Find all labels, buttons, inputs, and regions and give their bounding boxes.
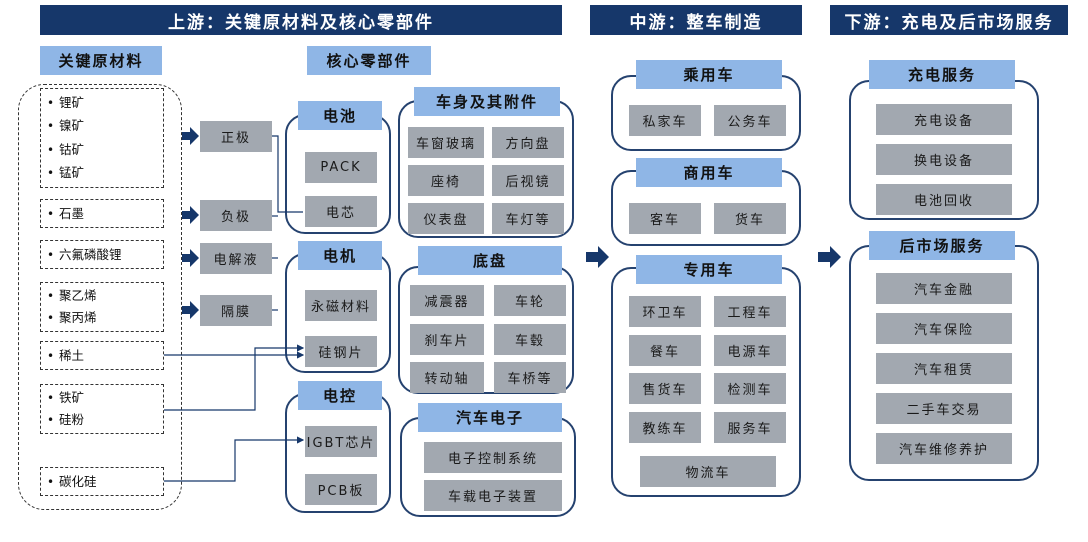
electronics-title: 汽车电子 <box>418 403 562 432</box>
special-item-vending: 售货车 <box>629 373 701 404</box>
commercial-item-bus: 客车 <box>629 203 701 234</box>
special-item-sanitation: 环卫车 <box>629 296 701 327</box>
body-item-steering: 方向盘 <box>492 127 564 158</box>
battery-material-separator: 隔膜 <box>200 295 272 326</box>
chassis-item-shock: 减震器 <box>410 285 484 316</box>
charging-item-equipment: 充电设备 <box>876 104 1012 135</box>
connector-iron-silicon-steel <box>164 344 305 411</box>
body-item-mirror: 后视镜 <box>492 165 564 196</box>
material-box-iron-silicon: 铁矿 硅粉 <box>40 384 164 434</box>
battery-material-anode: 负极 <box>200 200 272 231</box>
commercial-title: 商用车 <box>636 158 782 187</box>
material-item: 镍矿 <box>47 116 163 136</box>
special-item-engineering: 工程车 <box>714 296 786 327</box>
material-item: 稀土 <box>47 346 163 366</box>
body-item-dashboard: 仪表盘 <box>408 203 484 234</box>
material-item: 聚乙烯 <box>47 286 163 306</box>
upstream-banner: 上游：关键原材料及核心零部件 <box>40 5 562 35</box>
charging-title: 充电服务 <box>869 60 1015 89</box>
material-item: 聚丙烯 <box>47 308 163 328</box>
special-title: 专用车 <box>636 255 782 284</box>
chassis-item-brake: 刹车片 <box>410 324 484 355</box>
downstream-banner: 下游：充电及后市场服务 <box>830 5 1068 35</box>
material-item: 碳化硅 <box>47 472 163 492</box>
materials-group <box>18 84 182 510</box>
material-item: 锰矿 <box>47 163 163 183</box>
material-box-graphite: 石墨 <box>40 199 164 228</box>
aftermarket-title: 后市场服务 <box>869 231 1015 260</box>
components-title: 核心零部件 <box>307 46 431 75</box>
commercial-item-truck: 货车 <box>714 203 786 234</box>
material-box-polymers: 聚乙烯 聚丙烯 <box>40 282 164 332</box>
midstream-banner: 中游：整车制造 <box>590 5 802 35</box>
aftermarket-item-rental: 汽车租赁 <box>876 353 1012 384</box>
passenger-item-private: 私家车 <box>629 105 701 136</box>
chassis-item-wheel: 车轮 <box>494 285 566 316</box>
materials-title: 关键原材料 <box>40 46 162 75</box>
stage-arrow-icon <box>586 246 841 268</box>
battery-title: 电池 <box>298 101 382 130</box>
control-title: 电控 <box>298 381 382 410</box>
control-item-pcb: PCB板 <box>305 474 377 505</box>
battery-item-cell: 电芯 <box>305 196 377 227</box>
material-box-lipf6: 六氟磷酸锂 <box>40 240 164 269</box>
material-item: 硅粉 <box>47 410 163 430</box>
body-item-seat: 座椅 <box>408 165 484 196</box>
special-item-dining: 餐车 <box>629 335 701 366</box>
electronics-item-onboard: 车载电子装置 <box>424 480 562 511</box>
body-item-glass: 车窗玻璃 <box>408 127 484 158</box>
arrow-icon <box>182 127 199 319</box>
body-item-lights: 车灯等 <box>492 203 564 234</box>
electronics-item-ecu: 电子控制系统 <box>424 442 562 473</box>
aftermarket-item-insurance: 汽车保险 <box>876 313 1012 344</box>
passenger-title: 乘用车 <box>636 60 782 89</box>
material-box-rare-earth: 稀土 <box>40 341 164 370</box>
motor-title: 电机 <box>298 241 382 270</box>
charging-item-recycle: 电池回收 <box>876 184 1012 215</box>
chassis-item-hub: 车毂 <box>494 324 566 355</box>
control-item-igbt: IGBT芯片 <box>305 426 377 457</box>
aftermarket-item-used-car: 二手车交易 <box>876 393 1012 424</box>
passenger-item-official: 公务车 <box>714 105 786 136</box>
chassis-item-shaft: 转动轴 <box>410 362 484 393</box>
chassis-item-axle: 车桥等 <box>494 362 566 393</box>
aftermarket-item-finance: 汽车金融 <box>876 273 1012 304</box>
special-item-training: 教练车 <box>629 412 701 443</box>
motor-item-magnet: 永磁材料 <box>305 290 377 321</box>
battery-material-cathode: 正极 <box>200 121 272 152</box>
connector-sic-igbt <box>164 436 305 482</box>
motor-item-silicon-steel: 硅钢片 <box>305 336 377 367</box>
connector-cathode-cell <box>272 135 303 213</box>
body-title: 车身及其附件 <box>414 87 560 116</box>
material-box-ores: 锂矿 镍矿 钴矿 锰矿 <box>40 88 164 188</box>
charging-item-swap: 换电设备 <box>876 144 1012 175</box>
special-item-logistics: 物流车 <box>640 456 776 487</box>
special-item-power: 电源车 <box>714 335 786 366</box>
material-item: 锂矿 <box>47 93 163 113</box>
aftermarket-item-maintenance: 汽车维修养护 <box>876 433 1012 464</box>
material-item: 铁矿 <box>47 388 163 408</box>
material-item: 六氟磷酸锂 <box>47 245 163 265</box>
special-item-testing: 检测车 <box>714 373 786 404</box>
battery-item-pack: PACK <box>305 152 377 183</box>
battery-material-electrolyte: 电解液 <box>200 243 272 274</box>
material-item: 石墨 <box>47 204 163 224</box>
special-item-service: 服务车 <box>714 412 786 443</box>
chassis-title: 底盘 <box>418 246 562 275</box>
material-item: 钴矿 <box>47 140 163 160</box>
material-box-sic: 碳化硅 <box>40 467 164 496</box>
